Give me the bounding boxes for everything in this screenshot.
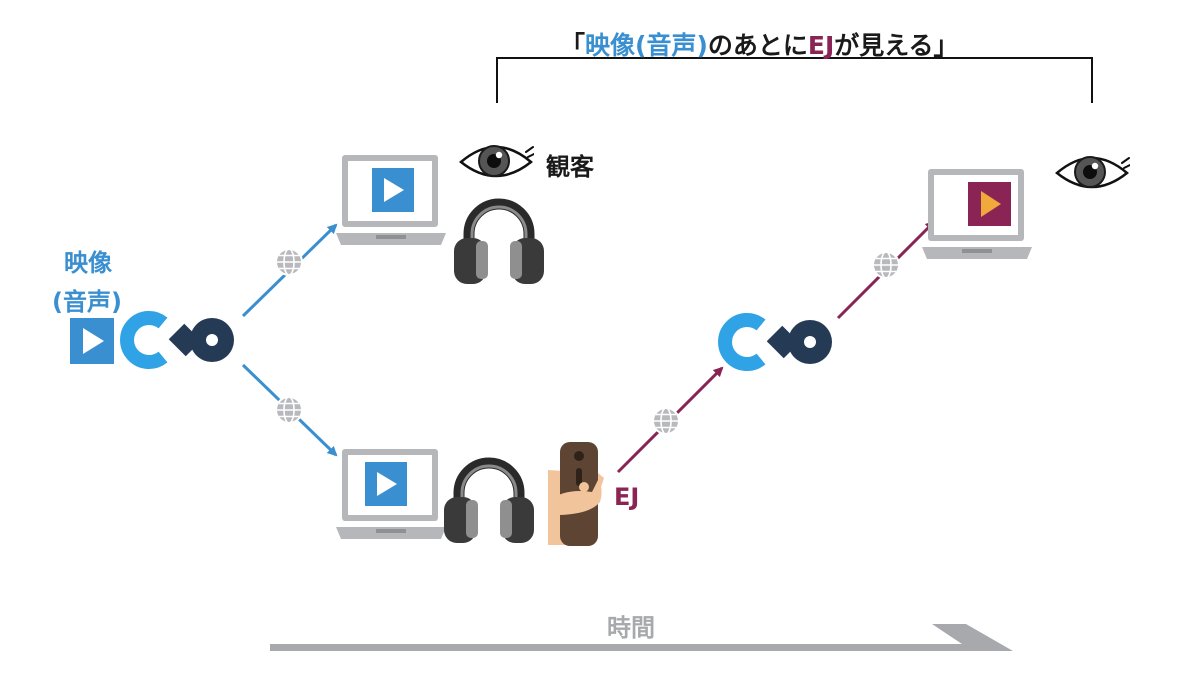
caption-ej: EJ [807, 31, 835, 60]
globe-icon [652, 407, 680, 435]
laptop-upper [336, 155, 446, 245]
caption-bracket [496, 57, 1093, 103]
streaming-logo-icon [127, 318, 234, 362]
caption-after: のあとに [707, 31, 808, 60]
hand-remote-icon [548, 442, 604, 546]
caption-title: 「映像(音声)のあとにEJが見える」 [0, 22, 1200, 62]
headphones-icon [444, 463, 534, 543]
streaming-logo-icon [725, 320, 832, 364]
caption-close-bracket: 」 [933, 31, 959, 60]
globe-icon [275, 248, 303, 276]
globe-icon [872, 251, 900, 279]
caption-open-bracket: 「 [560, 31, 586, 60]
laptop-viewer [922, 169, 1032, 259]
source-label-audio: (音声) [52, 288, 122, 316]
caption-video-audio: 映像(音声) [585, 31, 708, 60]
eye-icon [1055, 155, 1130, 189]
laptop-lower [336, 449, 446, 539]
source-play-icon [70, 318, 114, 364]
source-label-video: 映像 [64, 249, 112, 277]
globe-icon [275, 396, 303, 424]
headphones-icon [454, 204, 544, 284]
caption-visible: が見える [834, 31, 934, 60]
time-label: 時間 [607, 614, 655, 642]
viewer-label: 観客 [546, 153, 594, 181]
time-arrow-icon [270, 624, 1013, 651]
ej-label: EJ [614, 483, 640, 511]
eye-icon [459, 144, 534, 178]
